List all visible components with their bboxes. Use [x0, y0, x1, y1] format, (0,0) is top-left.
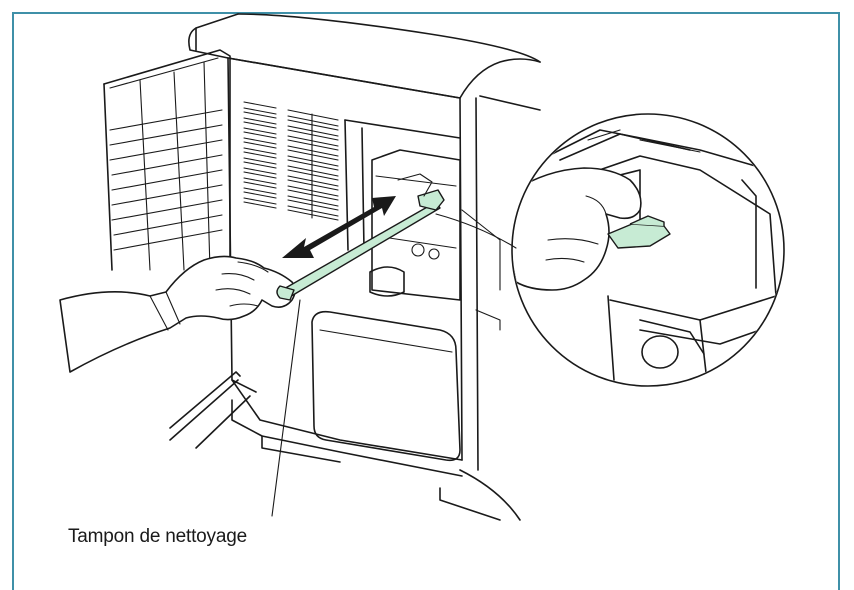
zoom-detail-circle: [511, 113, 785, 387]
vent-grille: [243, 101, 339, 221]
zoom-leader-line: [435, 213, 517, 249]
open-side-door: [103, 49, 251, 449]
hand-holding-pad: [59, 255, 296, 373]
callout-leader-line: [271, 299, 301, 517]
figure-frame: [12, 12, 840, 590]
cleaning-pad-label: Tampon de nettoyage: [68, 526, 247, 547]
push-pull-arrow: [282, 196, 396, 258]
cleaning-rod: [276, 173, 445, 301]
